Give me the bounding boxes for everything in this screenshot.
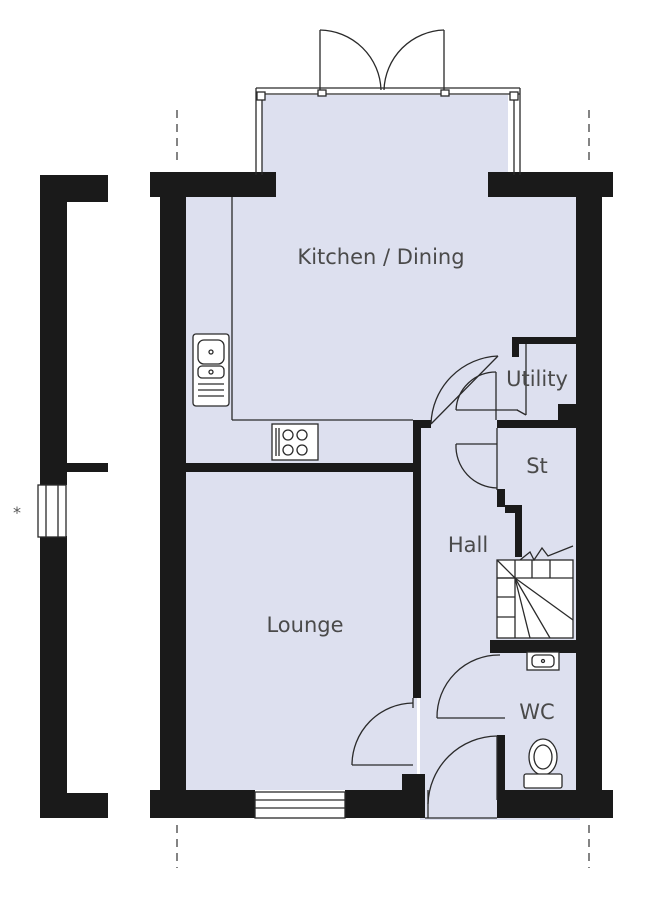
- wall-utility-bottom: [497, 420, 577, 428]
- lounge-window: [254, 791, 346, 819]
- room-label-lounge: Lounge: [266, 613, 343, 637]
- wall-utility-right-block: [558, 404, 578, 424]
- boundary-markers: [176, 110, 590, 868]
- walls: [150, 172, 613, 818]
- room-label-wc: WC: [519, 700, 554, 724]
- garage-window: [37, 484, 67, 538]
- wall-bottom-mid: [345, 790, 425, 818]
- adjoining-structure: [37, 175, 108, 818]
- wall-hall-lounge: [413, 420, 421, 698]
- note-asterisk: *: [13, 503, 21, 522]
- room-label-kitchen-dining: Kitchen / Dining: [297, 245, 464, 269]
- wall-store-bottom: [505, 505, 522, 513]
- wall-left: [160, 172, 186, 818]
- kitchen-door[interactable]: [430, 355, 499, 425]
- wall-store-left: [497, 489, 505, 507]
- room-label-utility: Utility: [506, 367, 568, 391]
- bay-floor: [262, 95, 508, 200]
- garage-wall-bottom: [40, 793, 108, 818]
- front-door[interactable]: [425, 735, 498, 819]
- room-labels: Kitchen / Dining Utility St Hall Lounge …: [13, 245, 568, 724]
- wall-bottom-left: [150, 790, 255, 818]
- french-doors[interactable]: [319, 29, 445, 91]
- internal-doors: [351, 344, 527, 766]
- toilet-icon: [523, 738, 563, 789]
- sink-icon: [192, 333, 230, 407]
- wall-kitchen-lounge: [185, 463, 420, 472]
- basin-icon: [526, 651, 560, 671]
- wall-bottom-step: [402, 774, 425, 794]
- lounge-floor: [185, 472, 417, 790]
- kitchen-fittings: [192, 197, 413, 461]
- room-label-hall: Hall: [448, 533, 488, 557]
- garage-wall-left-upper: [40, 175, 67, 485]
- bay-window: [255, 87, 521, 175]
- wall-utility-top: [512, 337, 577, 344]
- wc-fittings: [523, 651, 563, 789]
- wall-bottom-right: [497, 790, 613, 818]
- wall-stair-side: [515, 505, 522, 557]
- staircase-icon: [496, 545, 574, 639]
- garage-wall-left-lower: [40, 536, 67, 818]
- floor-areas: [185, 95, 580, 820]
- wall-utility-left: [512, 337, 519, 357]
- wall-wc-top: [490, 640, 577, 653]
- garage-wall-mid: [40, 463, 108, 472]
- wall-hall-kitchen-stub: [413, 420, 431, 428]
- front-door-floor: [424, 790, 497, 820]
- wall-wc-left: [497, 735, 505, 795]
- hob-icon: [271, 423, 319, 461]
- wall-right: [576, 172, 602, 818]
- room-label-store: St: [526, 454, 548, 478]
